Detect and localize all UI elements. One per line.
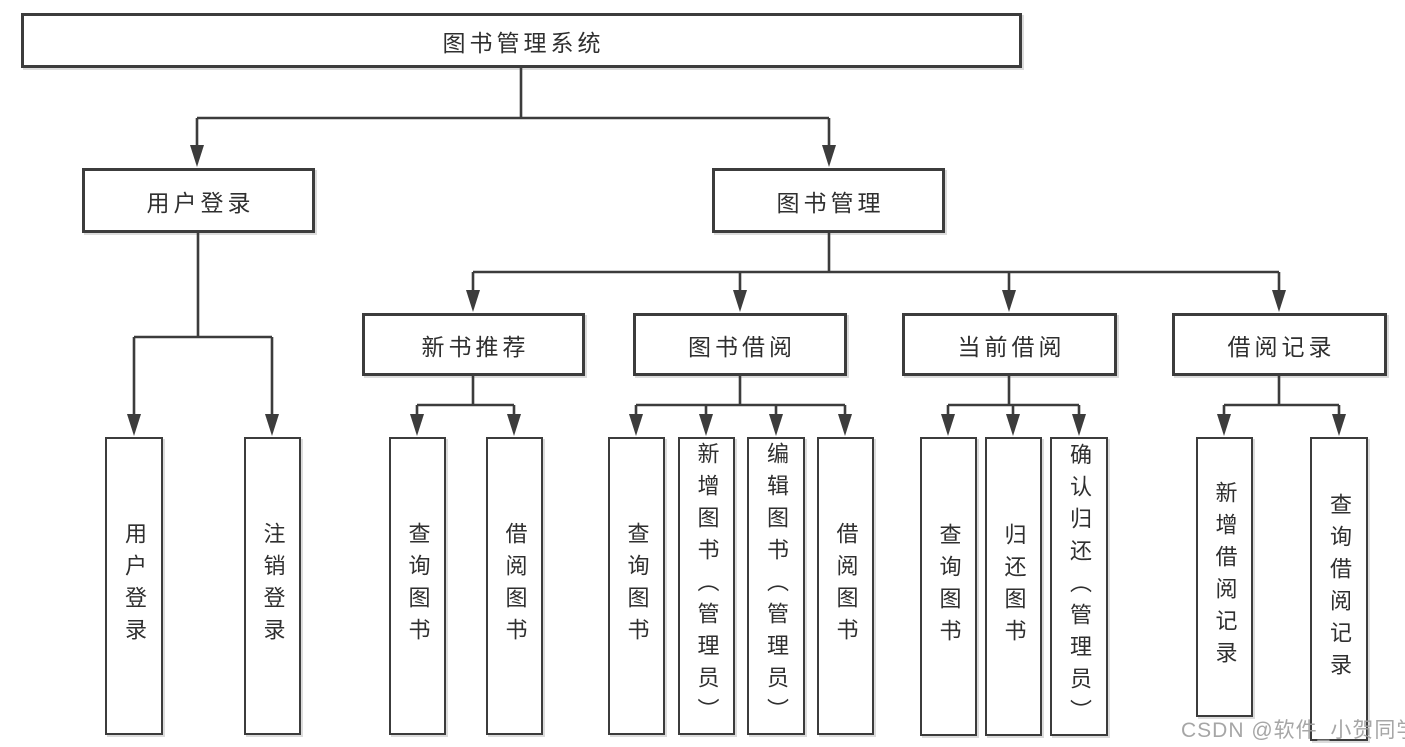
node-user-login: 用户登录 [82,168,315,233]
leaf-logout: 注销登录 [244,437,301,735]
leaf-br-query-record: 查询借阅记录 [1310,437,1368,741]
leaf-bb-edit-book-admin-label: 编辑图书（管理员） [764,442,789,730]
leaf-bb-edit-book-admin: 编辑图书（管理员） [747,437,805,735]
leaf-cb-query-book: 查询图书 [920,437,977,736]
node-book-borrow: 图书借阅 [633,313,847,376]
leaf-user-login-label: 用户登录 [122,522,147,650]
leaf-cb-query-book-label: 查询图书 [936,522,962,651]
leaf-bb-borrow-book-label: 借阅图书 [833,522,859,650]
leaf-cb-confirm-return-admin-label: 确认归还（管理员） [1067,442,1092,731]
node-new-book-recommend: 新书推荐 [362,313,585,376]
node-borrow-record: 借阅记录 [1172,313,1387,376]
leaf-nb-borrow-book: 借阅图书 [486,437,543,735]
leaf-nb-query-book: 查询图书 [389,437,446,735]
csdn-watermark: CSDN @软件_小贺同学 [1181,719,1405,742]
leaf-br-add-record-label: 新增借阅记录 [1212,481,1238,673]
leaf-br-query-record-label: 查询借阅记录 [1327,493,1352,685]
leaf-nb-borrow-book-label: 借阅图书 [502,522,528,650]
leaf-br-add-record: 新增借阅记录 [1196,437,1253,717]
node-book-management: 图书管理 [712,168,945,233]
leaf-cb-return-book: 归还图书 [985,437,1042,736]
leaf-user-login: 用户登录 [105,437,163,735]
leaf-bb-add-book-admin-label: 新增图书（管理员） [694,442,720,730]
leaf-cb-return-book-label: 归还图书 [1001,522,1027,651]
leaf-bb-query-book: 查询图书 [608,437,665,735]
leaf-cb-confirm-return-admin: 确认归还（管理员） [1050,437,1108,736]
leaf-bb-add-book-admin: 新增图书（管理员） [678,437,735,735]
leaf-logout-label: 注销登录 [260,522,286,650]
leaf-nb-query-book-label: 查询图书 [405,522,431,650]
leaf-bb-borrow-book: 借阅图书 [817,437,874,735]
node-root: 图书管理系统 [21,13,1022,68]
leaf-bb-query-book-label: 查询图书 [624,522,650,650]
node-current-borrow: 当前借阅 [902,313,1117,376]
